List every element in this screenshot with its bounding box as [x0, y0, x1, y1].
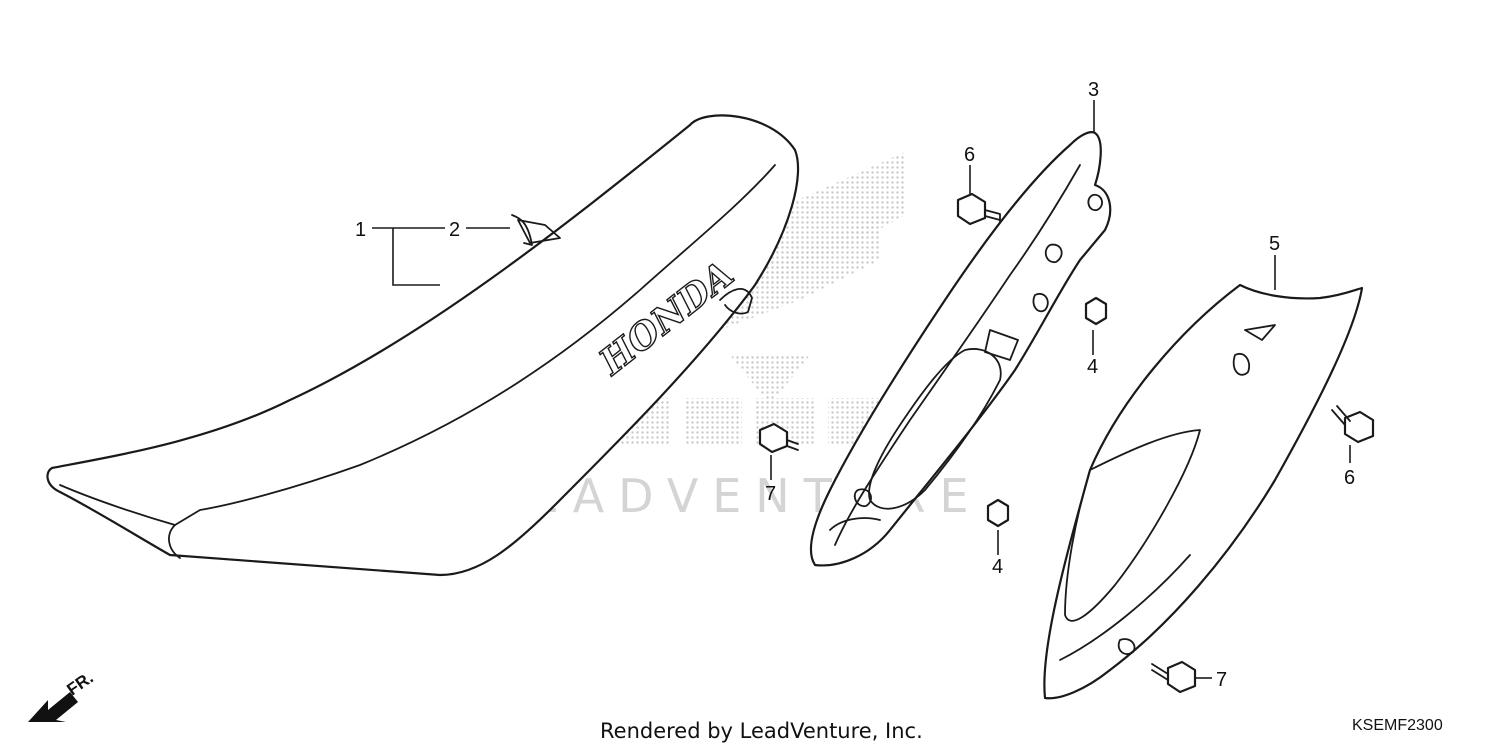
nut-part-4-upper: [1084, 296, 1108, 326]
side-cover-part: [1043, 283, 1364, 700]
footer-credit: Rendered by LeadVenture, Inc.: [600, 719, 923, 743]
leader-lines: [372, 100, 1351, 679]
bolt-part-7-lower: [1151, 660, 1197, 694]
bolt-part-7-upper: [758, 422, 799, 454]
callout-4-lower: 4: [992, 556, 1003, 578]
callout-5: 5: [1269, 233, 1280, 255]
callout-2: 2: [449, 219, 460, 241]
nut-part-4-lower: [986, 498, 1010, 528]
callout-6-upper: 6: [964, 144, 975, 166]
callout-1: 1: [355, 219, 366, 241]
callout-7-lower: 7: [1216, 669, 1227, 691]
bolt-part-6-upper: [956, 192, 1001, 226]
callout-4-upper: 4: [1087, 356, 1098, 378]
callout-3: 3: [1088, 79, 1099, 101]
callout-7-upper: 7: [765, 483, 776, 505]
callout-6-lower: 6: [1344, 467, 1355, 489]
diagram-code: KSEMF2300: [1352, 717, 1443, 734]
seat-part: [46, 114, 800, 577]
bolt-part-6-lower: [1331, 405, 1375, 444]
front-direction-arrow: [28, 692, 78, 722]
side-cover-bracket-part: [809, 131, 1112, 567]
